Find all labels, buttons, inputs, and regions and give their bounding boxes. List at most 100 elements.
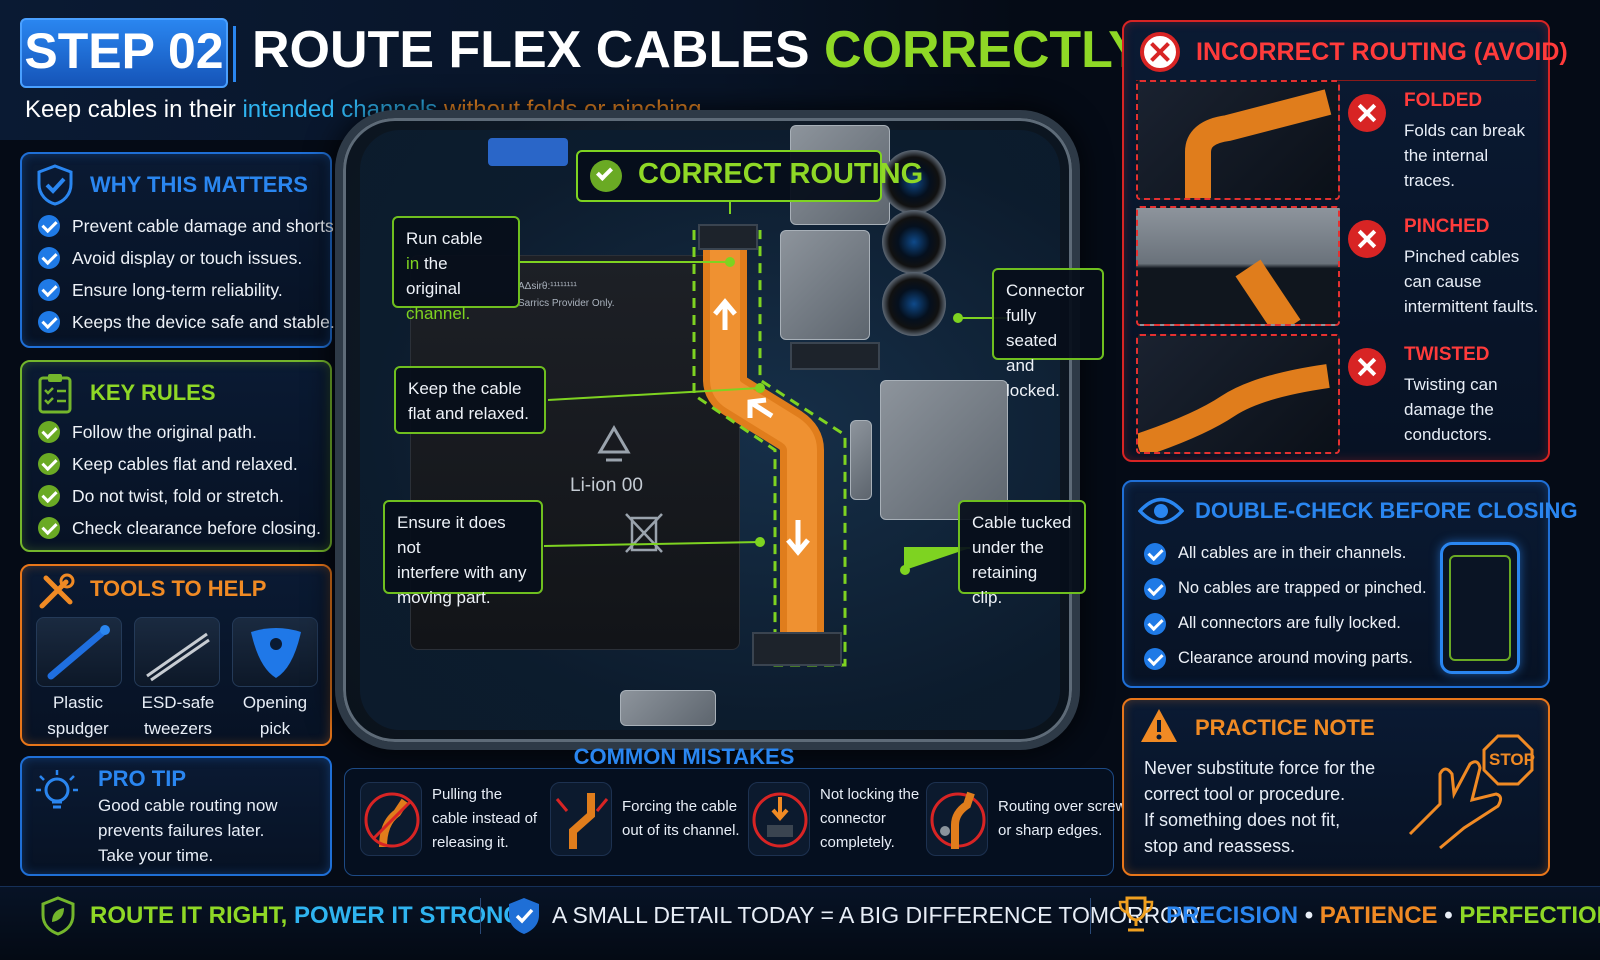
practice-text: Never substitute force for the correct t…: [1144, 758, 1376, 856]
list-item: Follow the original path.: [38, 416, 321, 448]
opening-pick-tool: [232, 617, 318, 687]
check-icon: [38, 485, 60, 507]
bottom-connector: [752, 632, 842, 666]
shield-plate: [620, 690, 716, 726]
page-title-accent: CORRECTLY: [824, 21, 1143, 79]
double-check-title: DOUBLE-CHECK BEFORE CLOSING: [1195, 498, 1578, 523]
list-item: Check clearance before closing.: [38, 512, 321, 544]
x-icon: [1348, 220, 1386, 258]
unlocked-connector-icon: [748, 782, 810, 856]
check-icon: [38, 279, 60, 301]
eye-icon: [1137, 494, 1185, 533]
list-item: Keeps the device safe and stable.: [38, 306, 339, 338]
callout-ensure: Ensure it does not interfere with any mo…: [383, 500, 543, 607]
stop-hand-icon: [1400, 724, 1540, 859]
why-list: Prevent cable damage and shorts. Avoid d…: [38, 210, 339, 338]
tweezers-tool: [134, 617, 220, 687]
check-icon: [1144, 612, 1166, 635]
list-item: All cables are in their channels.: [1144, 536, 1427, 571]
correct-routing-label: [576, 150, 882, 202]
list-item: Ensure long-term reliability.: [38, 274, 339, 306]
step-label: STEP 02: [24, 23, 224, 79]
double-check-list: All cables are in their channels. No cab…: [1144, 536, 1427, 676]
tools-title: TOOLS TO HELP: [90, 576, 267, 601]
pro-tip-title: PRO TIP: [98, 766, 187, 791]
camera-lens: [882, 272, 946, 336]
list-item: Prevent cable damage and shorts.: [38, 210, 339, 242]
list-item: Do not twist, fold or stretch.: [38, 480, 321, 512]
x-icon: [1348, 94, 1386, 132]
recycle-icon: [588, 422, 640, 475]
clipboard-icon: [36, 372, 74, 419]
battery-label: Li-ion 00: [570, 475, 643, 496]
tools-icon: [36, 572, 76, 617]
check-icon: [38, 453, 60, 475]
camera-lens: [882, 150, 946, 214]
check-icon: [38, 421, 60, 443]
trophy-icon: [1116, 894, 1156, 939]
bin-icon: [622, 510, 666, 561]
footer-divider: [480, 898, 481, 934]
phone-outline-icon: [1440, 542, 1520, 674]
step-badge: [20, 18, 228, 88]
check-icon: [1144, 647, 1166, 670]
twisted-cable-image: [1136, 334, 1340, 454]
list-item: No cables are trapped or pinched.: [1144, 571, 1427, 606]
shield-plate: [780, 230, 870, 340]
why-title: WHY THIS MATTERS: [90, 172, 308, 197]
battery-fine-print: AΔsirθ:¹¹¹¹¹¹¹¹ Sarrics Provider Only.: [518, 281, 615, 309]
correct-routing-text: CORRECT ROUTING: [638, 158, 924, 190]
rules-list: Follow the original path. Keep cables fl…: [38, 416, 321, 544]
practice-title: PRACTICE NOTE: [1195, 715, 1375, 740]
pro-tip-panel: [20, 756, 332, 876]
callout-tucked: Cable tucked under the retaining clip.: [958, 500, 1086, 607]
lightbulb-icon: [34, 768, 80, 823]
list-item: Clearance around moving parts.: [1144, 641, 1427, 676]
x-icon: [1348, 348, 1386, 386]
mistakes-title: COMMON MISTAKES: [573, 744, 795, 769]
shield-plate: [880, 380, 1008, 520]
right-connector: [790, 342, 880, 370]
camera-lens: [882, 210, 946, 274]
warning-icon: [1138, 706, 1180, 751]
list-item: Avoid display or touch issues.: [38, 242, 339, 274]
rules-panel: [20, 360, 332, 552]
pinched-cable-image: [1136, 206, 1340, 326]
callout-connector: Connector fully seated and locked.: [992, 268, 1104, 400]
stop-label: STOP: [1489, 750, 1535, 769]
spudger-tool: [36, 617, 122, 687]
rules-title: KEY RULES: [90, 380, 216, 405]
incorrect-title: INCORRECT ROUTING (AVOID): [1196, 38, 1568, 66]
prohibited-icon: [360, 782, 422, 856]
callout-keep-flat: Keep the cable flat and relaxed.: [394, 366, 546, 434]
check-icon: [38, 215, 60, 237]
sharp-edge-icon: [926, 782, 988, 856]
forcing-icon: [550, 782, 612, 856]
page-title-main: ROUTE FLEX CABLES: [252, 21, 810, 79]
top-connector: [698, 224, 758, 250]
subtitle-part1: Keep cables in their: [25, 96, 236, 123]
page-title: ROUTE FLEX CABLES CORRECTLY: [252, 20, 1143, 80]
check-icon: [1144, 542, 1166, 565]
shield-icon: [36, 164, 74, 211]
footer-right: PRECISION • PATIENCE • PERFECTION: [1166, 902, 1600, 929]
check-icon: [38, 247, 60, 269]
shield-leaf-icon: [40, 896, 76, 941]
footer-left: ROUTE IT RIGHT, POWER IT STRONG.: [90, 902, 529, 929]
folded-cable-image: [1136, 80, 1340, 200]
footer-bar: [0, 886, 1600, 960]
check-icon: [38, 517, 60, 539]
practice-panel: [1122, 698, 1550, 876]
list-item: Keep cables flat and relaxed.: [38, 448, 321, 480]
close-icon: [1140, 32, 1180, 72]
